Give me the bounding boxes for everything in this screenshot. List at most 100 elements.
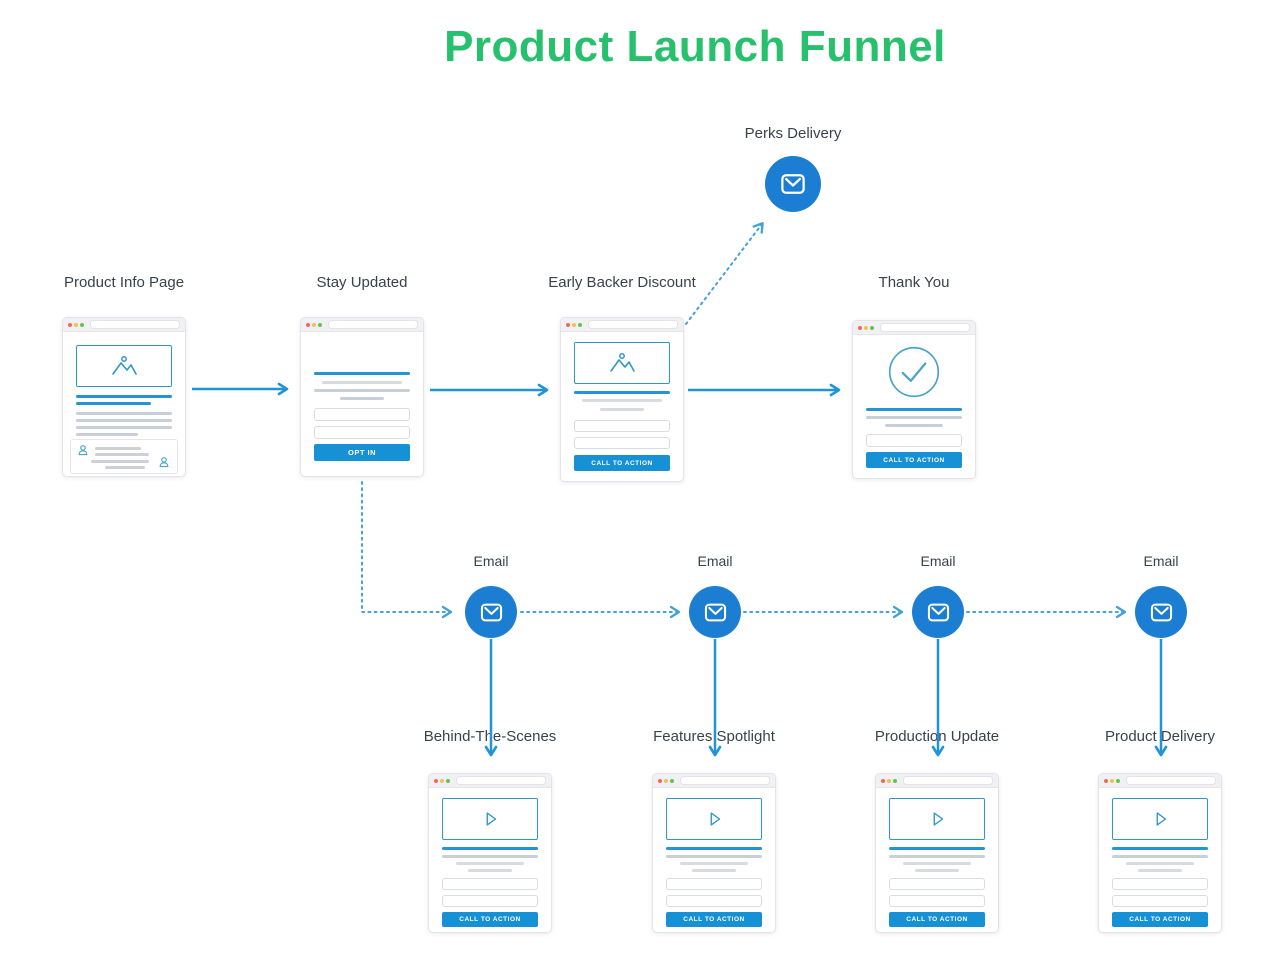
text-line bbox=[1112, 855, 1208, 858]
input-field[interactable] bbox=[1112, 895, 1208, 907]
text-line bbox=[91, 460, 149, 463]
input-field[interactable] bbox=[1112, 878, 1208, 890]
browser-chrome bbox=[429, 774, 551, 788]
label-early-backer-discount: Early Backer Discount bbox=[548, 274, 696, 291]
play-icon bbox=[486, 812, 497, 826]
heading-line bbox=[442, 847, 538, 850]
url-bar bbox=[328, 320, 418, 329]
window-control-yellow-icon bbox=[864, 325, 868, 330]
text-line bbox=[321, 381, 403, 384]
text-line bbox=[95, 453, 149, 456]
text-line bbox=[76, 419, 172, 422]
window-control-yellow-icon bbox=[572, 322, 576, 327]
text-line bbox=[76, 433, 139, 436]
input-field[interactable] bbox=[666, 895, 762, 907]
email-node-4 bbox=[1135, 586, 1187, 638]
input-field[interactable] bbox=[889, 895, 985, 907]
window-features-spotlight: CALL TO ACTION bbox=[652, 773, 776, 933]
email-node-2 bbox=[689, 586, 741, 638]
heading-line bbox=[889, 847, 985, 850]
label-email-3: Email bbox=[920, 553, 956, 569]
image-placeholder bbox=[574, 342, 670, 384]
input-field[interactable] bbox=[574, 420, 670, 432]
input-field[interactable] bbox=[442, 878, 538, 890]
text-line bbox=[76, 426, 172, 429]
window-control-yellow-icon bbox=[74, 322, 78, 327]
text-line bbox=[468, 869, 512, 872]
opt-in-button[interactable]: OPT IN bbox=[314, 444, 410, 461]
url-bar bbox=[1126, 776, 1216, 785]
call-to-action-button[interactable]: CALL TO ACTION bbox=[866, 452, 962, 468]
input-field[interactable] bbox=[866, 434, 962, 447]
window-control-green-icon bbox=[870, 325, 874, 330]
label-behind-the-scenes: Behind-The-Scenes bbox=[423, 728, 557, 745]
email-node-1 bbox=[465, 586, 517, 638]
text-line bbox=[889, 855, 985, 858]
input-field[interactable] bbox=[442, 895, 538, 907]
label-features-spotlight: Features Spotlight bbox=[653, 728, 775, 745]
window-control-red-icon bbox=[306, 322, 310, 327]
window-product-delivery: CALL TO ACTION bbox=[1098, 773, 1222, 933]
input-field[interactable] bbox=[314, 426, 410, 439]
window-control-red-icon bbox=[881, 778, 885, 783]
url-bar bbox=[680, 776, 770, 785]
text-line bbox=[666, 855, 762, 858]
window-control-red-icon bbox=[858, 325, 862, 330]
text-line bbox=[680, 862, 748, 865]
text-line bbox=[600, 408, 644, 411]
text-line bbox=[581, 399, 663, 402]
window-product-info-page bbox=[62, 317, 186, 477]
video-placeholder bbox=[442, 798, 538, 840]
text-line bbox=[692, 869, 736, 872]
input-field[interactable] bbox=[666, 878, 762, 890]
window-control-green-icon bbox=[1116, 778, 1120, 783]
browser-chrome bbox=[853, 321, 975, 335]
envelope-icon bbox=[480, 603, 502, 621]
window-control-red-icon bbox=[1104, 778, 1108, 783]
window-production-update: CALL TO ACTION bbox=[875, 773, 999, 933]
window-control-red-icon bbox=[434, 778, 438, 783]
call-to-action-button[interactable]: CALL TO ACTION bbox=[574, 455, 670, 471]
arrow-discount-to-perks-delivery bbox=[685, 222, 764, 325]
text-line bbox=[314, 389, 410, 392]
input-field[interactable] bbox=[574, 437, 670, 449]
envelope-icon bbox=[781, 174, 805, 194]
label-thank-you: Thank You bbox=[878, 274, 950, 291]
window-control-green-icon bbox=[80, 322, 84, 327]
window-control-yellow-icon bbox=[312, 322, 316, 327]
heading-line bbox=[314, 372, 410, 375]
window-control-red-icon bbox=[68, 322, 72, 327]
video-placeholder bbox=[889, 798, 985, 840]
play-icon bbox=[933, 812, 944, 826]
label-perks-delivery: Perks Delivery bbox=[744, 125, 842, 142]
window-control-green-icon bbox=[446, 778, 450, 783]
label-email-2: Email bbox=[697, 553, 733, 569]
image-placeholder bbox=[76, 345, 172, 387]
call-to-action-button[interactable]: CALL TO ACTION bbox=[442, 912, 538, 927]
label-product-info-page: Product Info Page bbox=[63, 274, 185, 291]
text-line bbox=[866, 416, 962, 419]
perks-delivery-node bbox=[765, 156, 821, 212]
testimonials-panel bbox=[70, 439, 178, 474]
input-field[interactable] bbox=[889, 878, 985, 890]
text-line bbox=[442, 855, 538, 858]
call-to-action-button[interactable]: CALL TO ACTION bbox=[889, 912, 985, 927]
call-to-action-button[interactable]: CALL TO ACTION bbox=[666, 912, 762, 927]
label-email-4: Email bbox=[1143, 553, 1179, 569]
text-line bbox=[903, 862, 971, 865]
window-thank-you: CALL TO ACTION bbox=[852, 320, 976, 479]
url-bar bbox=[588, 320, 678, 329]
text-line bbox=[1126, 862, 1194, 865]
url-bar bbox=[456, 776, 546, 785]
text-line bbox=[456, 862, 524, 865]
window-control-yellow-icon bbox=[664, 778, 668, 783]
envelope-icon bbox=[1150, 603, 1172, 621]
video-placeholder bbox=[1112, 798, 1208, 840]
browser-chrome bbox=[876, 774, 998, 788]
window-control-green-icon bbox=[578, 322, 582, 327]
input-field[interactable] bbox=[314, 408, 410, 421]
window-stay-updated: OPT IN bbox=[300, 317, 424, 477]
window-behind-the-scenes: CALL TO ACTION bbox=[428, 773, 552, 933]
call-to-action-button[interactable]: CALL TO ACTION bbox=[1112, 912, 1208, 927]
